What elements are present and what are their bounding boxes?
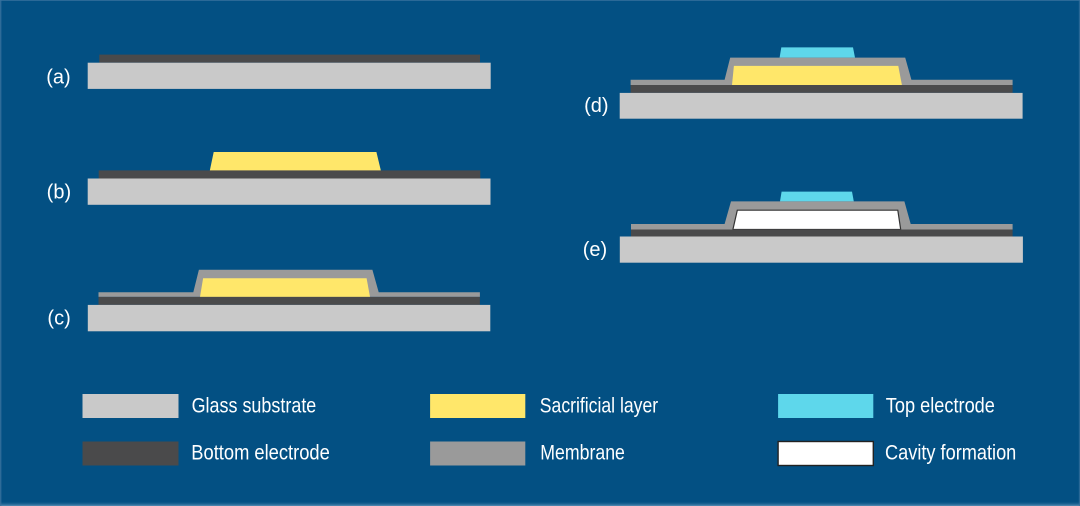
- svg-text:Cavity formation: Cavity formation: [885, 440, 1016, 465]
- svg-text:Glass substrate: Glass substrate: [192, 392, 317, 417]
- svg-text:(e): (e): [583, 239, 607, 261]
- svg-text:Top electrode: Top electrode: [886, 392, 995, 417]
- svg-text:(c): (c): [47, 307, 70, 329]
- svg-text:Sacrificial layer: Sacrificial layer: [540, 392, 658, 417]
- svg-text:(d): (d): [584, 95, 608, 117]
- svg-text:Membrane: Membrane: [540, 440, 625, 465]
- svg-text:(a): (a): [46, 67, 70, 89]
- svg-text:Bottom electrode: Bottom electrode: [191, 440, 329, 465]
- svg-text:(b): (b): [47, 182, 71, 204]
